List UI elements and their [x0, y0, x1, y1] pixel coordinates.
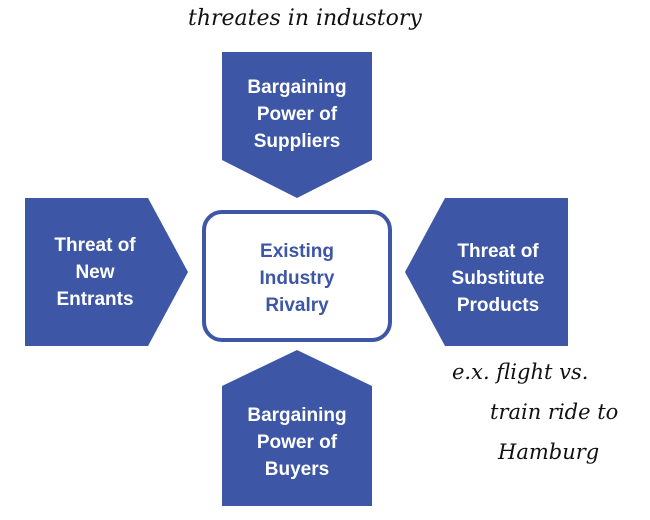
- top-force-arrow-shape: [222, 52, 372, 198]
- handwritten-note-top: threates in industory: [188, 6, 422, 31]
- left-force-label: Threat of New Entrants: [54, 235, 136, 310]
- handwritten-note-line-2: train ride to: [490, 400, 619, 424]
- top-force-label: Bargaining Power of Suppliers: [247, 77, 347, 152]
- right-force-label: Threat of Substitute Products: [451, 241, 545, 316]
- center-force-label: Existing Industry Rivalry: [259, 241, 335, 316]
- center-rivalry-box: [202, 210, 392, 342]
- handwritten-note-line-1: e.x. flight vs.: [452, 360, 589, 384]
- bottom-force-arrow-shape: [222, 350, 372, 506]
- handwritten-note-line-3: Hamburg: [498, 440, 600, 464]
- right-force-arrow-shape: [405, 198, 568, 346]
- bottom-force-label: Bargaining Power of Buyers: [247, 405, 347, 480]
- left-force-arrow-shape: [25, 198, 188, 346]
